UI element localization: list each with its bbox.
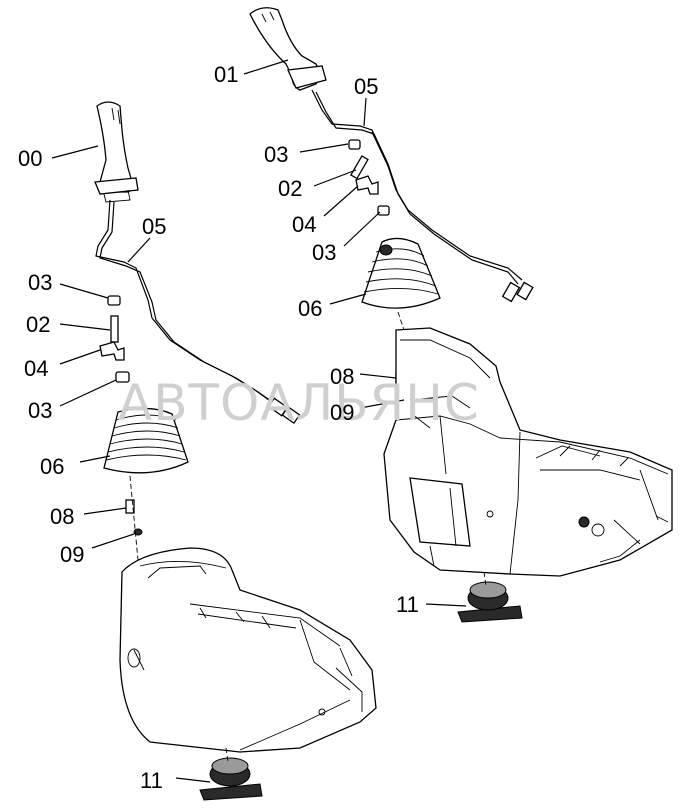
label-08-right: 08 (330, 364, 354, 389)
label-05-right: 05 (354, 74, 378, 99)
label-03-right-bottom: 03 (312, 240, 336, 265)
rubber-mount-left (199, 757, 263, 801)
label-09-right: 09 (330, 400, 354, 425)
elbow-right-04 (355, 175, 379, 195)
label-02-left: 02 (26, 312, 50, 337)
rubber-boot-left (103, 407, 189, 474)
label-01: 01 (214, 62, 238, 87)
label-04-right: 04 (292, 212, 316, 237)
label-09-left: 09 (60, 542, 84, 567)
bolt-left-08 (125, 499, 135, 514)
label-04-left: 04 (24, 356, 48, 381)
pin-right-02 (350, 155, 369, 180)
rubber-boot-right (361, 237, 441, 309)
nut-left-03-top (107, 295, 121, 306)
nut-right-03-top (348, 139, 361, 150)
cable-connector-right (501, 281, 534, 303)
label-00: 00 (18, 146, 42, 171)
label-03-right-top: 03 (264, 142, 288, 167)
joystick-handle-left (94, 101, 139, 203)
washer-left-09 (133, 528, 143, 536)
joystick-handle-right (249, 7, 327, 91)
label-06-left: 06 (40, 454, 64, 479)
label-03-left-top: 03 (28, 270, 52, 295)
label-02-right: 02 (278, 176, 302, 201)
label-08-left: 08 (50, 504, 74, 529)
elbow-left-04 (99, 341, 125, 361)
watermark: АВТОАЛЬЯНС (118, 374, 480, 432)
label-11-right: 11 (396, 592, 419, 617)
cable-connector-left (267, 397, 301, 425)
rubber-mount-right (457, 581, 523, 623)
nut-right-03-bottom (377, 205, 390, 216)
callout-labels: 00 01 02 02 03 03 03 03 04 04 05 05 06 0… (18, 62, 419, 793)
pin-left-02 (110, 315, 119, 343)
label-06-right: 06 (298, 296, 322, 321)
leader-lines (51, 59, 467, 783)
console-housing-left (119, 547, 377, 753)
label-05-left: 05 (142, 214, 166, 239)
nut-left-03-bottom (115, 371, 130, 383)
label-11-left: 11 (140, 768, 163, 793)
console-housing-right (383, 327, 673, 577)
label-03-left-bottom: 03 (28, 398, 52, 423)
cable-right (311, 89, 523, 281)
